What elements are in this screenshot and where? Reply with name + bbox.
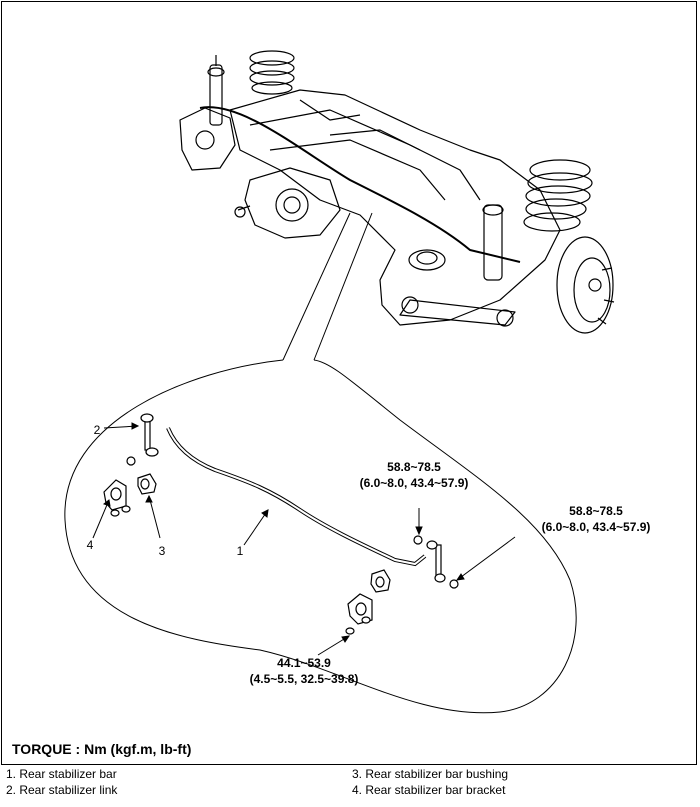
bushing-right	[370, 569, 391, 593]
lower-arm	[399, 299, 516, 326]
legend-item-3: 3. Rear stabilizer bar bushing	[352, 767, 509, 781]
left-coil-spring	[249, 50, 295, 95]
torque-link-upper-value: 58.8~78.5	[387, 460, 441, 474]
left-knuckle	[179, 107, 236, 171]
stabilizer-link-left	[126, 413, 159, 466]
right-coil-spring	[523, 159, 593, 232]
stabilizer-link-right	[413, 535, 459, 589]
detail-bubble	[64, 359, 577, 714]
differential	[234, 167, 341, 239]
left-shock-absorber	[207, 55, 225, 126]
torque-bracket-detail: (4.5~5.5, 32.5~39.8)	[250, 672, 359, 686]
detail-callout-lines	[282, 212, 373, 361]
stabilizer-bar	[166, 427, 427, 567]
torque-unit-label: TORQUE : Nm (kgf.m, lb-ft)	[12, 741, 192, 757]
right-hub	[556, 236, 615, 334]
right-shock-absorber	[482, 204, 504, 281]
callout-3: 3	[159, 544, 166, 558]
bushing-left	[137, 473, 157, 495]
torque-link-right-detail: (6.0~8.0, 43.4~57.9)	[542, 520, 651, 534]
legend-item-4: 4. Rear stabilizer bar bracket	[352, 783, 506, 797]
bracket-right	[345, 593, 373, 635]
torque-link-upper-detail: (6.0~8.0, 43.4~57.9)	[360, 476, 469, 490]
legend-item-1: 1. Rear stabilizer bar	[6, 767, 117, 781]
torque-link-right-value: 58.8~78.5	[569, 504, 623, 518]
diagram-frame	[1, 1, 697, 765]
exploded-parts	[103, 413, 459, 635]
leader-lines	[92, 422, 516, 656]
legend-item-2: 2. Rear stabilizer link	[6, 783, 118, 797]
callout-2: 2	[94, 423, 101, 437]
installed-stabilizer-bar	[199, 106, 521, 263]
bracket-left	[103, 479, 131, 517]
subframe	[229, 89, 561, 326]
torque-bracket-value: 44.1~53.9	[277, 656, 331, 670]
callout-1: 1	[237, 544, 244, 558]
callout-4: 4	[87, 538, 94, 552]
rear-suspension-assembly	[179, 50, 615, 334]
